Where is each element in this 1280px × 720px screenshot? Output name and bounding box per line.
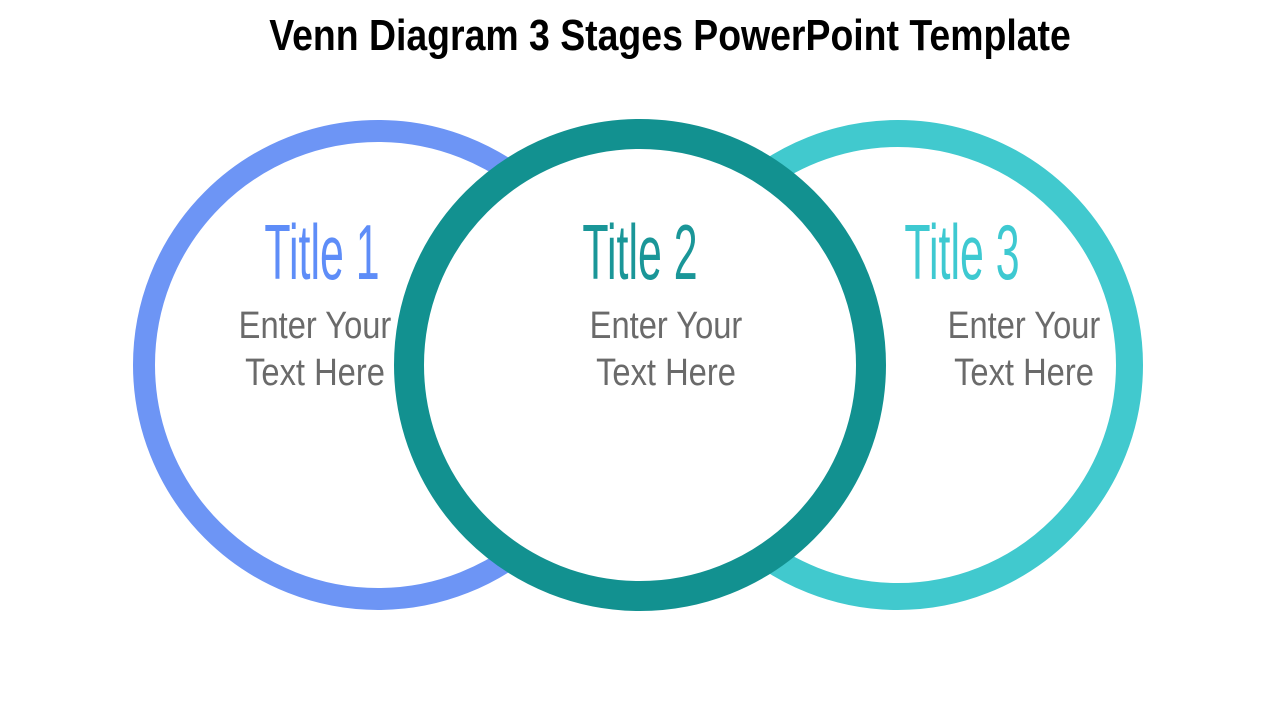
- stage-1-body-line-2: Text Here: [245, 352, 385, 394]
- stage-3-body-text: Enter Your Text Here: [948, 303, 1101, 397]
- slide-title: Venn Diagram 3 Stages PowerPoint Templat…: [269, 11, 1071, 60]
- stage-1-body-text: Enter Your Text Here: [239, 303, 392, 397]
- stage-3-body-line-2: Text Here: [954, 352, 1094, 394]
- stage-3-title: Title 3: [904, 208, 1020, 296]
- stage-2-body-line-1: Enter Your: [589, 305, 743, 347]
- stage-3-body-line-1: Enter Your: [947, 305, 1101, 347]
- stage-2-body-text: Enter Your Text Here: [590, 303, 743, 397]
- stage-1-title: Title 1: [264, 208, 380, 296]
- stage-1-body-line-1: Enter Your: [238, 305, 392, 347]
- stage-2-body-line-2: Text Here: [596, 352, 736, 394]
- stage-2-title: Title 2: [582, 208, 698, 296]
